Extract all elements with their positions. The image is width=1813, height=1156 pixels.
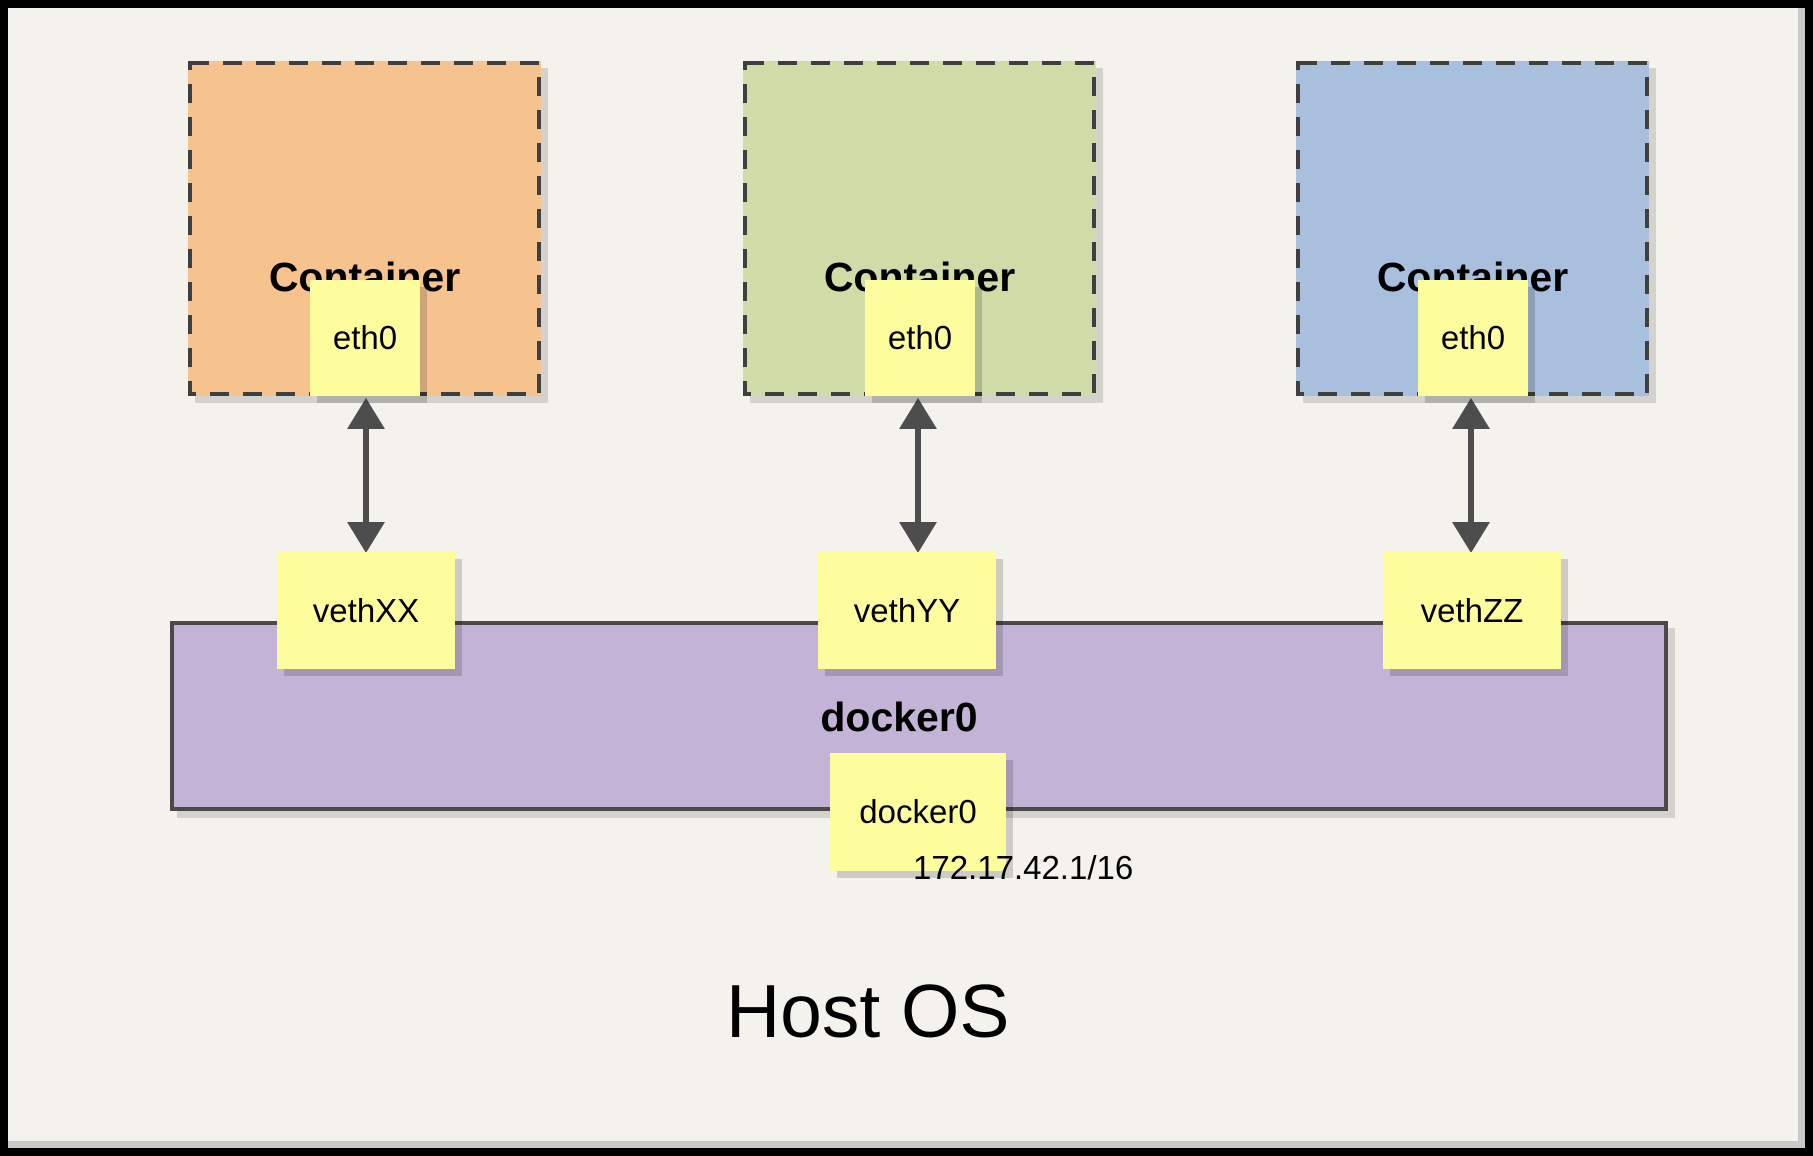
container-1-eth0-box: eth0 <box>310 280 420 396</box>
host-os-title: Host OS <box>726 969 1010 1053</box>
vethYY-box: vethYY <box>818 552 996 669</box>
dashed-border-3 <box>1296 61 1649 396</box>
docker0-interface-box: docker0 <box>830 753 1006 871</box>
dashed-border-1 <box>188 61 541 396</box>
arrow-eth0-vethXX <box>347 398 385 553</box>
bridge-ip-address: 172.17.42.1/16 <box>913 849 1134 886</box>
container-3-eth0-box: eth0 <box>1418 280 1528 396</box>
arrow-eth0-vethZZ <box>1452 398 1490 553</box>
dashed-border-2 <box>743 61 1096 396</box>
vethXX-box: vethXX <box>277 552 455 669</box>
vethZZ-box: vethZZ <box>1383 552 1561 669</box>
arrow-eth0-vethYY <box>899 398 937 553</box>
container-box-3: Container eth0 <box>1296 61 1649 396</box>
container-box-2: Container eth0 <box>743 61 1096 396</box>
docker0-bridge-label: docker0 <box>820 694 978 740</box>
container-box-1: Container eth0 <box>188 61 541 396</box>
container-2-eth0-box: eth0 <box>865 280 975 396</box>
